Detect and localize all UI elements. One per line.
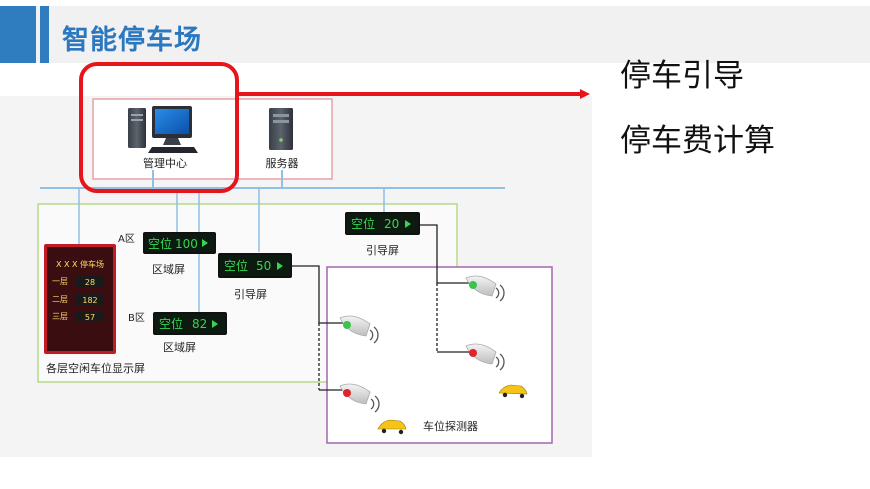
guide-screen-mid-label: 引导屏 [234,287,267,301]
title-accent-stripe [40,6,49,63]
region-screen-a-label: 区域屏 [152,263,185,276]
floor-row-2-name: 二层 [52,295,68,304]
led-mid-arrow-icon [277,262,283,270]
guide-screen-top-label: 引导屏 [366,243,399,257]
server-label: 服务器 [266,157,299,170]
floor-display-label: 各层空闲车位显示屏 [46,361,145,375]
led-sign-b: 空位 82 [153,312,227,335]
car-icon [498,384,528,399]
car-icon [377,419,407,435]
led-b-word: 空位 [159,316,183,331]
detector-icon [465,343,505,371]
title-accent-block [0,6,36,63]
server-icon [269,108,293,150]
led-a-arrow-icon [202,239,208,247]
led-b-number: 82 [192,317,207,331]
title-bar [0,6,870,63]
management-center-label: 管理中心 [143,156,187,170]
detector-icon [465,275,505,302]
floor-row-3-count: 57 [85,313,95,322]
management-computer-icon [128,106,198,153]
floor-display-board: X X X 停车场 一层 28 二层 182 三层 57 [44,244,116,354]
led-top-number: 20 [384,217,399,231]
floor-row-1-count: 28 [85,278,95,287]
led-sign-top: 空位 20 [345,212,420,235]
management-highlight-box [79,62,239,193]
zone-a-label: A区 [118,233,135,245]
detector-icon [339,383,380,413]
led-mid-word: 空位 [224,258,248,273]
led-top-arrow-icon [405,220,411,228]
led-sign-mid: 空位 50 [218,253,292,278]
zone-b-label: B区 [128,312,145,324]
led-sign-a: 空位 100 [143,232,216,254]
led-top-word: 空位 [351,216,375,231]
led-mid-number: 50 [256,259,271,273]
floor-board-header: X X X 停车场 [56,259,104,269]
detector-zone-box [326,266,553,444]
page-title: 智能停车场 [62,25,202,56]
floor-row-2-count: 182 [82,296,97,305]
region-screen-b-label: 区域屏 [163,341,196,354]
detector-icon [339,315,379,344]
led-a-word: 空位 [148,236,172,251]
led-b-arrow-icon [212,320,218,328]
floor-row-3-name: 三层 [52,312,68,321]
feature-parking-fee: 停车费计算 [620,123,775,159]
floor-row-1-name: 一层 [52,277,68,286]
led-a-number: 100 [175,237,198,251]
feature-parking-guidance: 停车引导 [620,58,744,94]
detector-label: 车位探测器 [423,419,478,433]
